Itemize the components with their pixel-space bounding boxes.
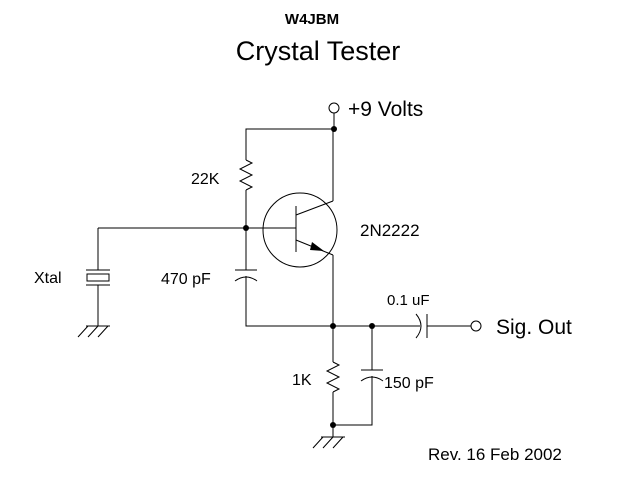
junction-dot	[330, 422, 336, 428]
capacitor-0-1uf-label: 0.1 uF	[387, 292, 430, 309]
ground-icon	[312, 436, 345, 449]
callsign: W4JBM	[285, 11, 339, 28]
transistor-label: 2N2222	[360, 221, 420, 240]
crystal-label: Xtal	[34, 270, 62, 287]
resistor-1k-label: 1K	[292, 372, 312, 389]
capacitor-150pf-label: 150 pF	[384, 375, 434, 392]
resistor-22k-icon	[238, 159, 254, 191]
resistor-1k-icon	[325, 361, 341, 393]
supply-terminal-icon	[328, 102, 340, 114]
page-title: Crystal Tester	[236, 36, 401, 66]
top-rail-wire	[245, 128, 334, 160]
crystal-icon	[86, 269, 110, 286]
revision-label: Rev. 16 Feb 2002	[428, 445, 562, 464]
emitter-cap-return-wire	[333, 376, 373, 426]
output-label: Sig. Out	[496, 316, 572, 339]
capacitor-470pf-label: 470 pF	[161, 271, 211, 288]
resistor-22k-label: 22K	[191, 171, 220, 188]
output-terminal-icon	[470, 320, 482, 332]
feedback-return-wire	[245, 276, 333, 327]
supply-label: +9 Volts	[348, 98, 423, 121]
transistor-npn-icon	[262, 192, 338, 268]
ground-icon	[77, 325, 110, 338]
